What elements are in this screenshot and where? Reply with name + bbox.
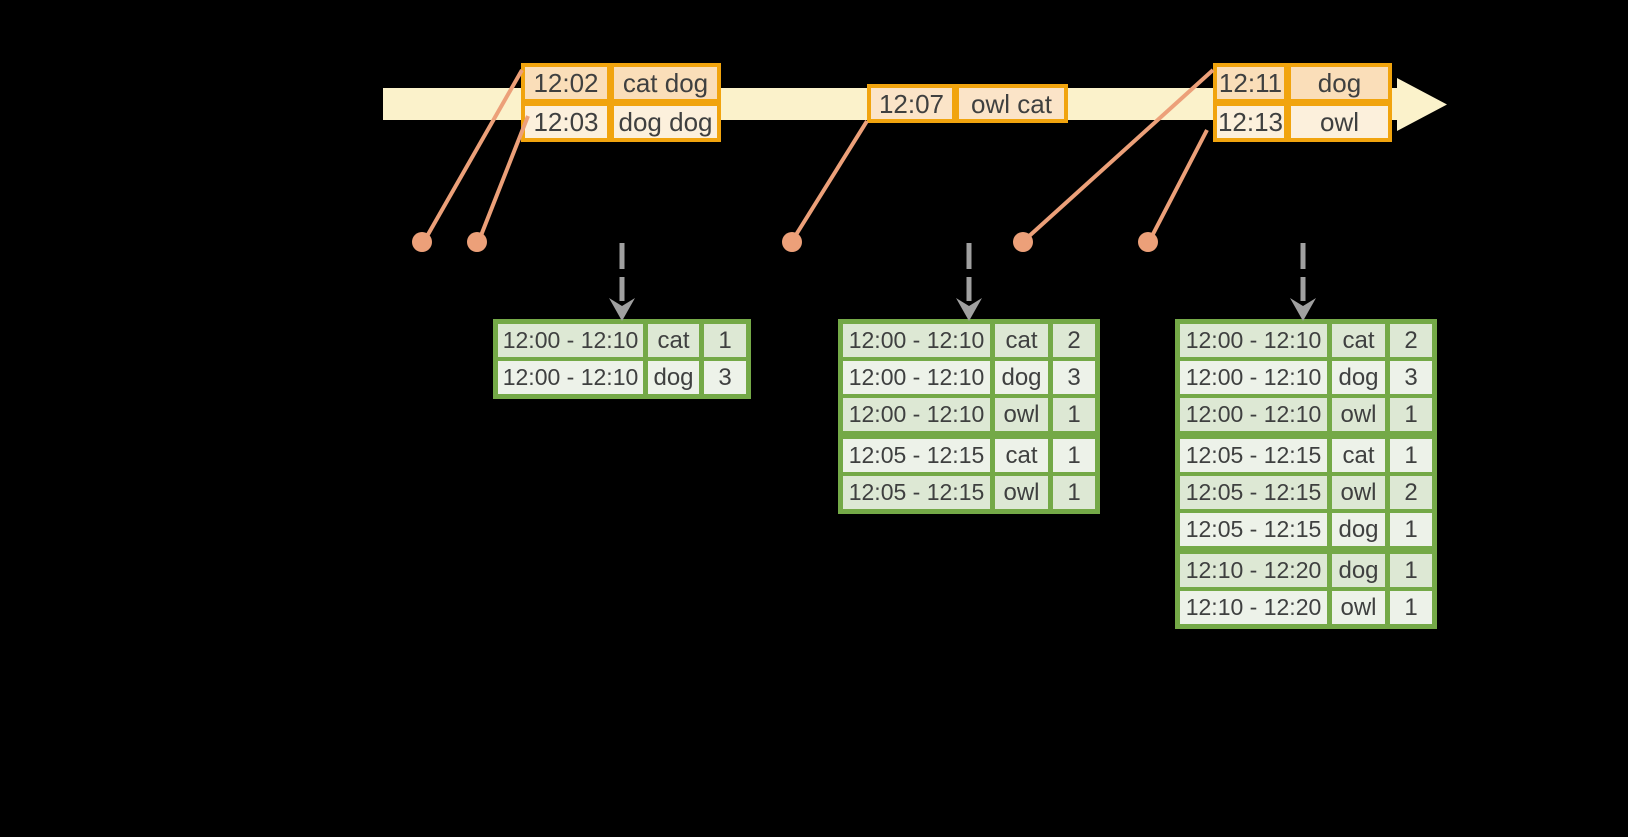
count-cell: 1 bbox=[1048, 439, 1095, 472]
count-cell: 3 bbox=[1048, 361, 1095, 394]
window-cell: 12:05 - 12:15 bbox=[1180, 513, 1327, 546]
count-cell: 1 bbox=[1048, 476, 1095, 509]
word-cell: dog bbox=[990, 361, 1048, 394]
result-row: 12:00 - 12:10 cat 2 bbox=[843, 324, 1095, 357]
window-cell: 12:00 - 12:10 bbox=[843, 398, 990, 431]
count-cell: 1 bbox=[1385, 554, 1432, 587]
result-row: 12:00 - 12:10 dog 3 bbox=[843, 357, 1095, 394]
event-row: 12:07 owl cat bbox=[871, 88, 1064, 119]
event-row: 12:13 owl bbox=[1217, 99, 1388, 138]
window-cell: 12:05 - 12:15 bbox=[1180, 439, 1327, 472]
window-cell: 12:00 - 12:10 bbox=[1180, 361, 1327, 394]
count-cell: 1 bbox=[699, 324, 746, 357]
trigger-arrow-icon bbox=[609, 243, 635, 321]
word-cell: owl bbox=[990, 398, 1048, 431]
result-row: 12:10 - 12:20 dog 1 bbox=[1180, 546, 1432, 587]
event-table-3: 12:11 dog 12:13 owl bbox=[1213, 63, 1392, 142]
result-row: 12:00 - 12:10 owl 1 bbox=[1180, 394, 1432, 431]
result-row: 12:00 - 12:10 cat 1 bbox=[498, 324, 746, 357]
word-cell: cat bbox=[1327, 439, 1385, 472]
window-cell: 12:00 - 12:10 bbox=[498, 361, 643, 394]
count-cell: 1 bbox=[1385, 591, 1432, 624]
trigger-arrow-icon bbox=[956, 243, 982, 321]
result-row: 12:10 - 12:20 owl 1 bbox=[1180, 587, 1432, 624]
word-cell: cat bbox=[1327, 324, 1385, 357]
event-point-dot bbox=[467, 232, 487, 252]
event-row: 12:11 dog bbox=[1217, 67, 1388, 99]
event-point-dot bbox=[412, 232, 432, 252]
count-cell: 2 bbox=[1385, 476, 1432, 509]
word-cell: cat bbox=[643, 324, 699, 357]
trigger-arrow-icon bbox=[1290, 243, 1316, 321]
event-connector-line bbox=[792, 119, 869, 240]
event-time: 12:02 bbox=[525, 67, 607, 99]
window-cell: 12:05 - 12:15 bbox=[1180, 476, 1327, 509]
result-row: 12:05 - 12:15 dog 1 bbox=[1180, 509, 1432, 546]
result-row: 12:00 - 12:10 cat 2 bbox=[1180, 324, 1432, 357]
word-cell: dog bbox=[1327, 361, 1385, 394]
count-cell: 1 bbox=[1048, 398, 1095, 431]
result-row: 12:05 - 12:15 cat 1 bbox=[843, 431, 1095, 472]
window-cell: 12:00 - 12:10 bbox=[843, 361, 990, 394]
event-table-1: 12:02 cat dog 12:03 dog dog bbox=[521, 63, 721, 142]
event-words: dog bbox=[1284, 67, 1388, 99]
result-table-1: 12:00 - 12:10 cat 1 12:00 - 12:10 dog 3 bbox=[493, 319, 751, 399]
result-row: 12:05 - 12:15 owl 1 bbox=[843, 472, 1095, 509]
window-cell: 12:00 - 12:10 bbox=[1180, 398, 1327, 431]
result-row: 12:00 - 12:10 owl 1 bbox=[843, 394, 1095, 431]
count-cell: 3 bbox=[699, 361, 746, 394]
event-row: 12:03 dog dog bbox=[525, 99, 717, 138]
event-time: 12:11 bbox=[1217, 67, 1284, 99]
event-row: 12:02 cat dog bbox=[525, 67, 717, 99]
event-table-2: 12:07 owl cat bbox=[867, 84, 1068, 123]
count-cell: 2 bbox=[1048, 324, 1095, 357]
window-cell: 12:05 - 12:15 bbox=[843, 476, 990, 509]
event-connector-line bbox=[1149, 129, 1209, 239]
word-cell: dog bbox=[1327, 554, 1385, 587]
word-cell: dog bbox=[1327, 513, 1385, 546]
result-table-2: 12:00 - 12:10 cat 2 12:00 - 12:10 dog 3 … bbox=[838, 319, 1100, 514]
result-row: 12:05 - 12:15 owl 2 bbox=[1180, 472, 1432, 509]
event-point-dot bbox=[1013, 232, 1033, 252]
window-cell: 12:10 - 12:20 bbox=[1180, 554, 1327, 587]
event-words: dog dog bbox=[607, 106, 717, 138]
word-cell: owl bbox=[1327, 398, 1385, 431]
window-cell: 12:00 - 12:10 bbox=[843, 324, 990, 357]
word-cell: owl bbox=[1327, 591, 1385, 624]
event-time: 12:13 bbox=[1217, 106, 1284, 138]
event-time: 12:07 bbox=[871, 88, 952, 119]
event-connector-line bbox=[424, 69, 524, 239]
event-words: owl cat bbox=[952, 88, 1064, 119]
window-cell: 12:00 - 12:10 bbox=[1180, 324, 1327, 357]
event-time: 12:03 bbox=[525, 106, 607, 138]
count-cell: 1 bbox=[1385, 398, 1432, 431]
result-row: 12:00 - 12:10 dog 3 bbox=[1180, 357, 1432, 394]
event-point-dot bbox=[782, 232, 802, 252]
event-words: cat dog bbox=[607, 67, 717, 99]
word-cell: dog bbox=[643, 361, 699, 394]
word-cell: cat bbox=[990, 324, 1048, 357]
word-cell: cat bbox=[990, 439, 1048, 472]
result-table-3: 12:00 - 12:10 cat 2 12:00 - 12:10 dog 3 … bbox=[1175, 319, 1437, 629]
result-row: 12:05 - 12:15 cat 1 bbox=[1180, 431, 1432, 472]
window-cell: 12:10 - 12:20 bbox=[1180, 591, 1327, 624]
count-cell: 1 bbox=[1385, 439, 1432, 472]
result-row: 12:00 - 12:10 dog 3 bbox=[498, 357, 746, 394]
event-point-dot bbox=[1138, 232, 1158, 252]
count-cell: 1 bbox=[1385, 513, 1432, 546]
count-cell: 3 bbox=[1385, 361, 1432, 394]
word-cell: owl bbox=[1327, 476, 1385, 509]
word-cell: owl bbox=[990, 476, 1048, 509]
window-cell: 12:05 - 12:15 bbox=[843, 439, 990, 472]
event-words: owl bbox=[1284, 106, 1388, 138]
count-cell: 2 bbox=[1385, 324, 1432, 357]
window-cell: 12:00 - 12:10 bbox=[498, 324, 643, 357]
